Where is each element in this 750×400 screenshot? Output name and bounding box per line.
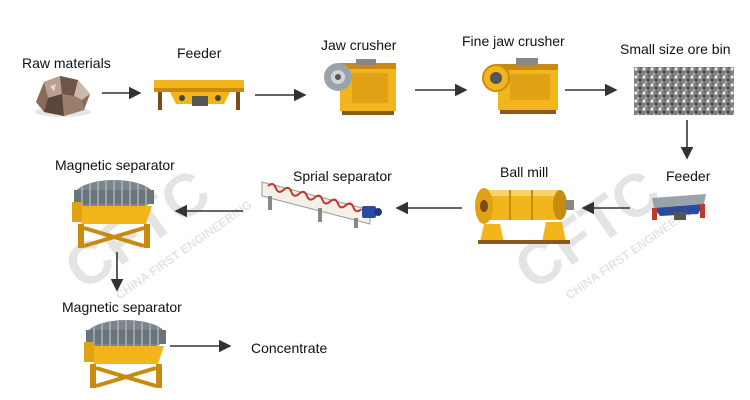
vibrating-feeder-icon-2 [648,190,710,222]
label-raw-materials: Raw materials [22,55,111,71]
ball-mill-icon [470,178,574,246]
label-fine-jaw-crusher: Fine jaw crusher [462,33,565,49]
label-spiral-separator: Sprial separator [293,168,392,184]
label-feeder-2: Feeder [666,168,711,184]
label-jaw-crusher: Jaw crusher [321,37,397,53]
label-small-ore-bin: Small size ore bin [620,41,731,57]
raw-ore-icon [30,72,96,120]
label-feeder-1: Feeder [177,45,222,61]
magnetic-separator-icon [68,176,160,252]
label-concentrate: Concentrate [251,340,328,356]
label-magnetic-separator-1: Magnetic separator [55,157,175,173]
label-magnetic-separator-2: Magnetic separator [62,299,182,315]
spiral-classifier-icon [258,176,384,232]
magnetic-separator-icon-2 [80,316,172,392]
jaw-crusher-icon [322,55,400,117]
ore-bin-gravel-icon [634,67,734,115]
fine-jaw-crusher-icon [482,54,562,116]
vibrating-feeder-icon [152,76,247,114]
label-ball-mill: Ball mill [500,164,549,180]
